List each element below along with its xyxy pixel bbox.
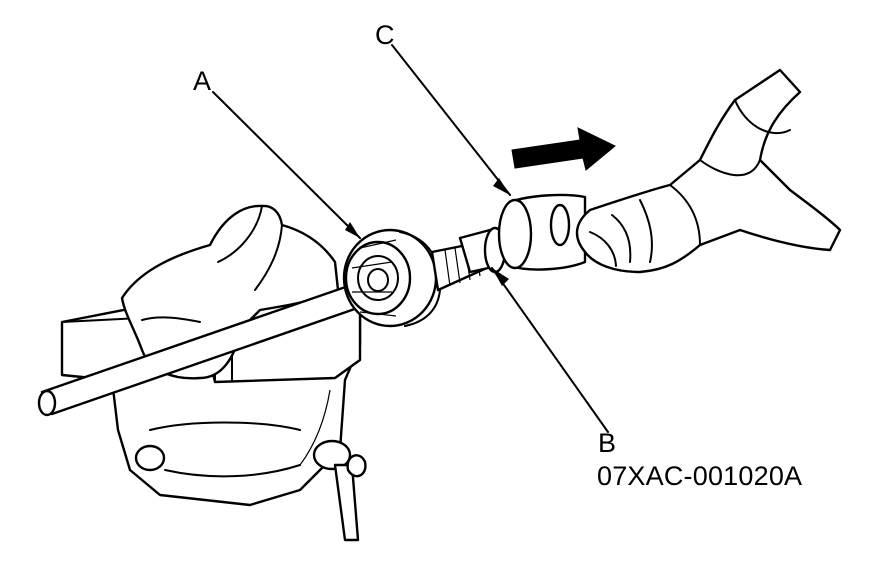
callout-leaders [212,44,609,433]
tool-part-number: 07XAC-001020A [597,461,803,491]
callout-label-c: C [375,20,395,50]
arrow-direction-icon [511,127,616,171]
callout-label-b: B [598,428,617,458]
cv-joint [342,228,442,328]
callout-label-a: A [193,66,212,96]
hand-and-arm [575,68,842,274]
